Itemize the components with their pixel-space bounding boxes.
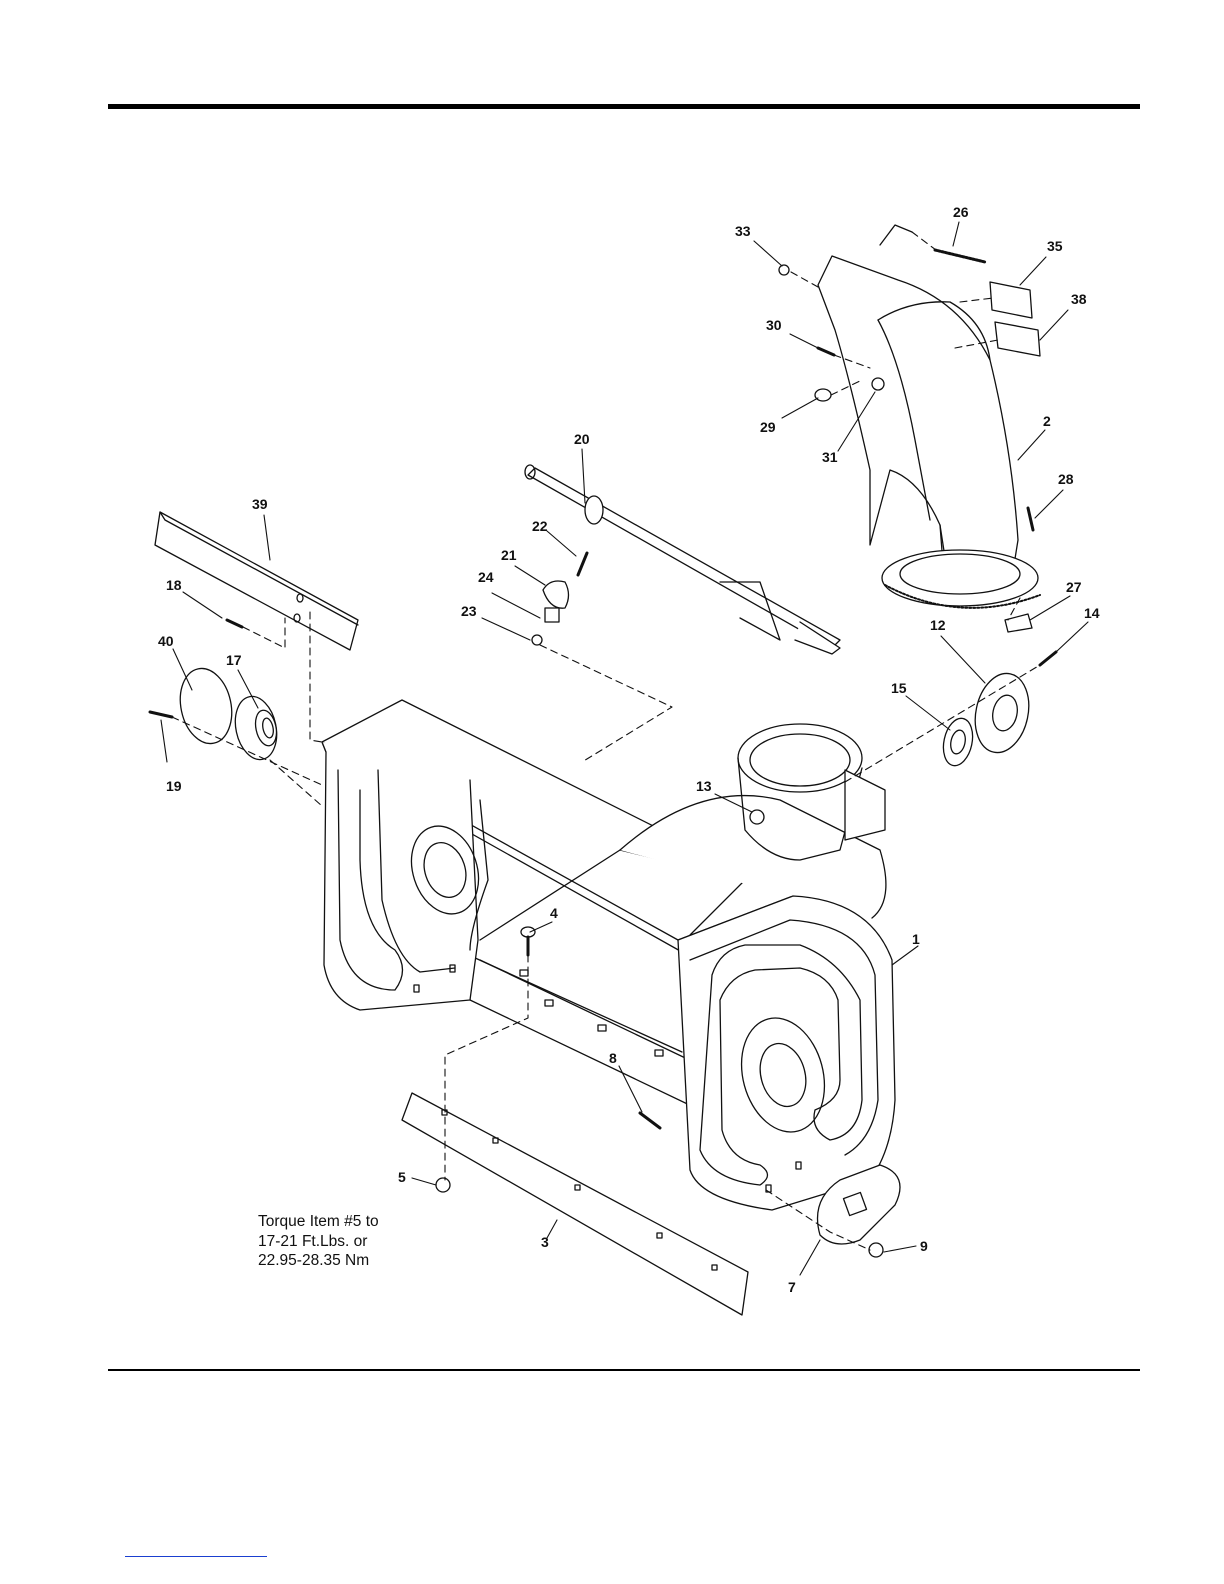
callout-4: 4 xyxy=(550,905,558,921)
callout-1: 1 xyxy=(912,931,920,947)
footer-link-underline[interactable] xyxy=(125,1556,267,1557)
callout-39: 39 xyxy=(252,496,268,512)
callout-12: 12 xyxy=(930,617,946,633)
callout-13: 13 xyxy=(696,778,712,794)
callout-9: 9 xyxy=(920,1238,928,1254)
callout-26: 26 xyxy=(953,204,969,220)
torque-note: Torque Item #5 to 17-21 Ft.Lbs. or 22.95… xyxy=(258,1212,379,1271)
callout-17: 17 xyxy=(226,652,242,668)
spout-crank-rod xyxy=(525,465,840,654)
callout-18: 18 xyxy=(166,577,182,593)
callout-22: 22 xyxy=(532,518,548,534)
callout-31: 31 xyxy=(822,449,838,465)
callout-28: 28 xyxy=(1058,471,1074,487)
torque-note-line2: 17-21 Ft.Lbs. or xyxy=(258,1232,379,1252)
torque-note-line3: 22.95-28.35 Nm xyxy=(258,1251,379,1271)
footer-rule xyxy=(108,1369,1140,1371)
callout-20: 20 xyxy=(574,431,590,447)
callout-14: 14 xyxy=(1084,605,1100,621)
bearing-plate-right xyxy=(939,668,1035,768)
callout-8: 8 xyxy=(609,1050,617,1066)
callout-29: 29 xyxy=(760,419,776,435)
callout-7: 7 xyxy=(788,1279,796,1295)
callout-38: 38 xyxy=(1071,291,1087,307)
torque-note-line1: Torque Item #5 to xyxy=(258,1212,379,1232)
callout-5: 5 xyxy=(398,1169,406,1185)
support-rail xyxy=(155,512,358,650)
callout-40: 40 xyxy=(158,633,174,649)
callout-3: 3 xyxy=(541,1234,549,1250)
callout-23: 23 xyxy=(461,603,477,619)
callout-27: 27 xyxy=(1066,579,1082,595)
callout-35: 35 xyxy=(1047,238,1063,254)
callout-24: 24 xyxy=(478,569,494,585)
bearing-plate-left xyxy=(174,664,283,764)
callout-2: 2 xyxy=(1043,413,1051,429)
callout-33: 33 xyxy=(735,223,751,239)
callout-19: 19 xyxy=(166,778,182,794)
auger-housing xyxy=(322,700,895,1210)
callout-21: 21 xyxy=(501,547,517,563)
callout-15: 15 xyxy=(891,680,907,696)
callout-30: 30 xyxy=(766,317,782,333)
discharge-chute xyxy=(818,225,1040,608)
